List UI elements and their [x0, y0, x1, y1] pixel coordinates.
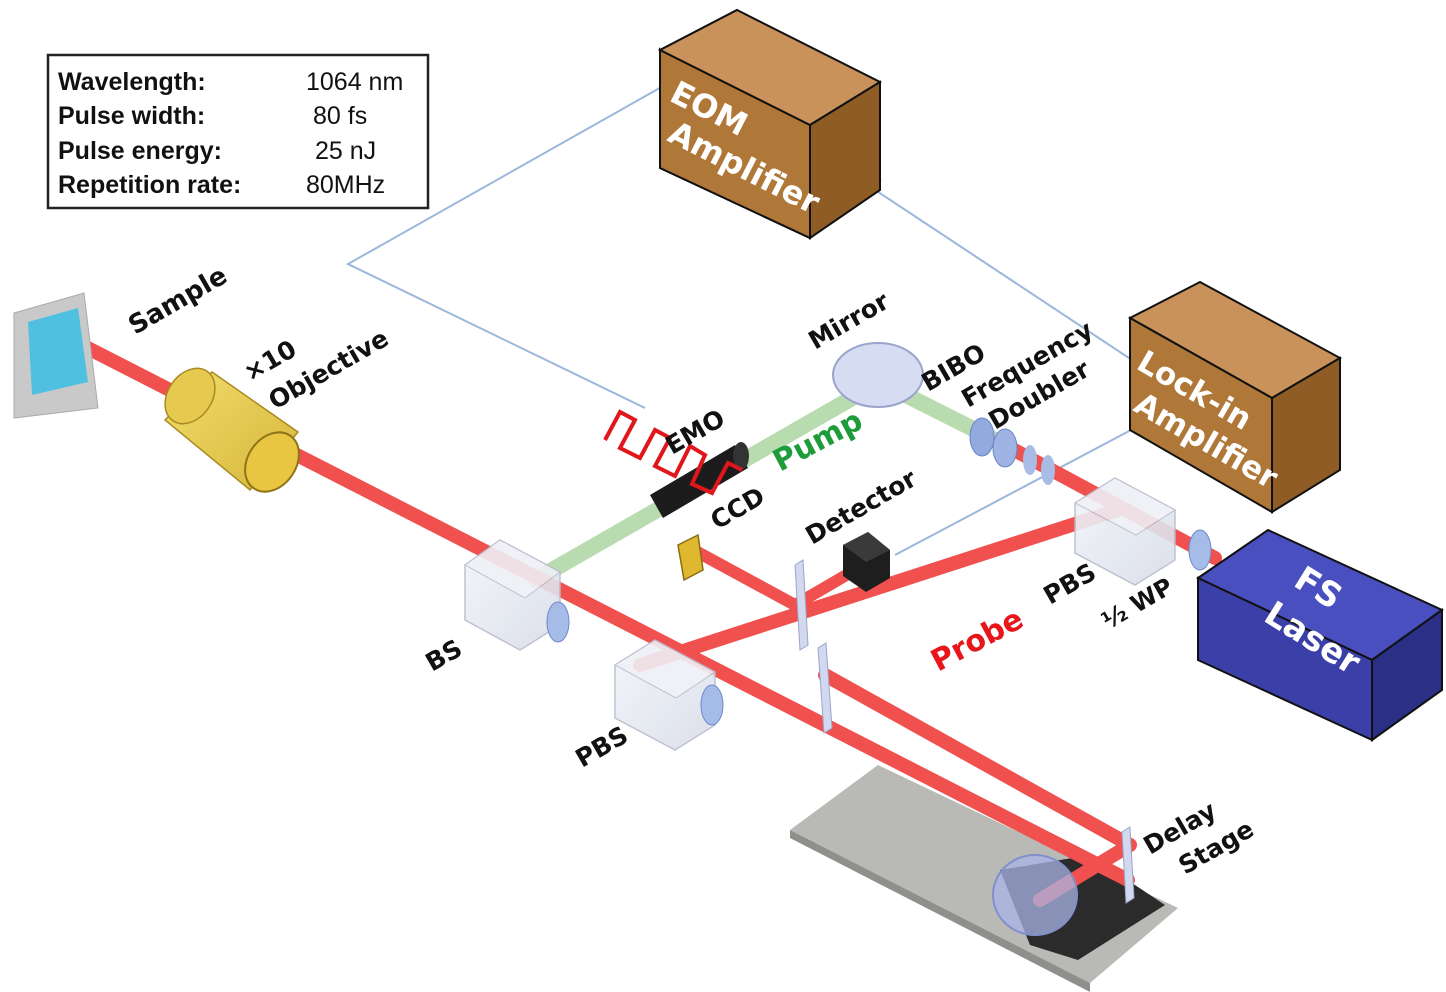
bibo-crystal	[969, 417, 1055, 485]
spec-value: 1064 nm	[306, 68, 403, 96]
pbs-right-label: PBS	[1039, 557, 1101, 610]
mirror-plates	[794, 559, 1135, 904]
lockin-amplifier-box: Lock-in Amplifier	[1127, 280, 1343, 514]
pbs-cube-left	[614, 639, 716, 751]
sample	[13, 292, 99, 419]
sample-label: Sample	[124, 261, 233, 341]
spec-box: Wavelength: 1064 nm Pulse width: 80 fs P…	[46, 53, 430, 210]
probe-red-beam	[633, 503, 1125, 672]
square-wave-icon	[603, 409, 743, 496]
spec-label: Pulse width:	[58, 102, 205, 130]
spec-label: Pulse energy:	[58, 137, 222, 165]
bs-label: BS	[421, 634, 468, 678]
spec-value: 25 nJ	[315, 137, 376, 165]
eom-modulator	[650, 442, 749, 518]
wire-detector-to-lockin	[894, 419, 1151, 556]
pbs-left-waveplate	[700, 684, 724, 726]
signal-wires	[345, 84, 1151, 556]
half-waveplate	[1188, 529, 1212, 571]
beam-splitter-bs	[464, 539, 561, 651]
pbs-left-label: PBS	[571, 720, 633, 773]
pbs-cube-right	[1073, 477, 1176, 586]
detector	[843, 532, 890, 592]
spec-label: Repetition rate:	[58, 171, 241, 199]
retroreflector	[992, 854, 1078, 936]
ccd-camera	[677, 533, 704, 582]
wire-eom-to-modulator	[345, 84, 666, 409]
spec-value: 80MHz	[306, 171, 385, 199]
emo-label: EMO	[661, 403, 730, 460]
ccd-red-beam	[684, 542, 801, 611]
bs-waveplate	[546, 601, 570, 643]
fs-laser-box: FS Laser	[1195, 528, 1444, 742]
pump-beam	[527, 374, 1013, 588]
mirror	[832, 342, 924, 408]
spec-label: Wavelength:	[58, 68, 206, 96]
probe-label: Probe	[925, 602, 1029, 679]
wire-eom-to-lockin	[844, 169, 1136, 363]
eom-amplifier-box: EOM Amplifier	[657, 8, 883, 240]
spec-value: 80 fs	[313, 102, 367, 130]
objective-lens	[163, 367, 300, 493]
